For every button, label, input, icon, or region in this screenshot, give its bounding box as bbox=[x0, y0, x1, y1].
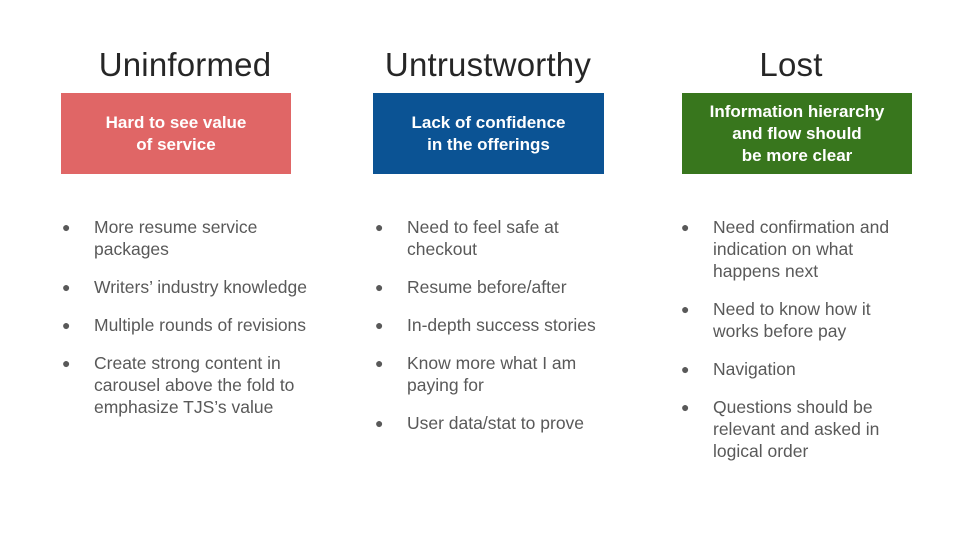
bullet-icon: ● bbox=[62, 279, 71, 295]
list-item: ●Need to feel safe at checkout bbox=[375, 217, 559, 259]
list-item: ●Navigation bbox=[681, 359, 796, 379]
bullet-icon: ● bbox=[375, 355, 384, 371]
bullet-icon: ● bbox=[62, 219, 71, 235]
bullet-icon: ● bbox=[375, 219, 384, 235]
problem-box: Hard to see value of service bbox=[61, 93, 291, 174]
bullet-icon: ● bbox=[62, 355, 71, 371]
bullet-icon: ● bbox=[375, 317, 384, 333]
list-item: ●Writers’ industry knowledge bbox=[62, 277, 307, 297]
list-item: ●In-depth success stories bbox=[375, 315, 596, 335]
bullet-icon: ● bbox=[681, 301, 690, 317]
list-item: ●User data/stat to prove bbox=[375, 413, 585, 433]
column-title: Untrustworthy bbox=[384, 46, 592, 83]
list-item: ●Need to know how it works before pay bbox=[681, 299, 871, 341]
bullet-icon: ● bbox=[375, 415, 384, 431]
problem-box: Lack of confidence in the offerings bbox=[373, 93, 604, 174]
bullet-icon: ● bbox=[681, 399, 690, 415]
bullet-list: ●More resume service packages ●Writers’ … bbox=[62, 216, 314, 434]
problem-box: Information hierarchy and flow should be… bbox=[682, 93, 912, 174]
bullet-icon: ● bbox=[62, 317, 71, 333]
bullet-list: ●Need to feel safe at checkout ●Resume b… bbox=[375, 216, 617, 450]
list-item: ●Know more what I am paying for bbox=[375, 353, 577, 395]
bullet-list: ●Need confirmation and indication on wha… bbox=[681, 216, 913, 478]
list-item: ●Multiple rounds of revisions bbox=[62, 315, 307, 335]
list-item: ●Questions should be relevant and asked … bbox=[681, 397, 880, 461]
list-item: ●Need confirmation and indication on wha… bbox=[681, 217, 890, 281]
bullet-icon: ● bbox=[375, 279, 384, 295]
list-item: ●Create strong content in carousel above… bbox=[62, 353, 295, 417]
list-item: ●Resume before/after bbox=[375, 277, 567, 297]
list-item: ●More resume service packages bbox=[62, 217, 258, 259]
bullet-icon: ● bbox=[681, 361, 690, 377]
bullet-icon: ● bbox=[681, 219, 690, 235]
column-title: Uninformed bbox=[98, 46, 272, 83]
column-title: Lost bbox=[759, 46, 823, 83]
